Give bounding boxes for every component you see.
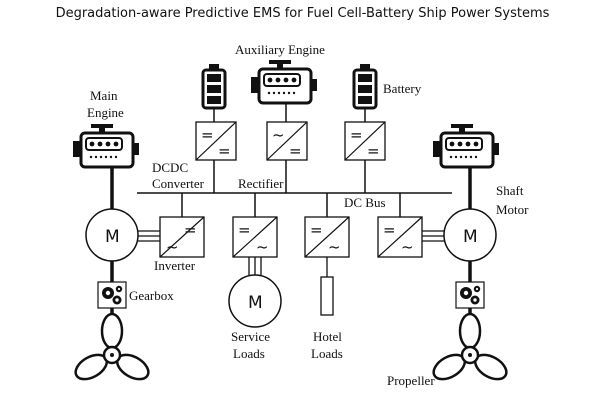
svg-text:=: = [310, 221, 323, 239]
svg-text:=: = [367, 142, 380, 160]
battery-icon [201, 62, 227, 110]
dcdc-label: DCDC [152, 160, 188, 175]
svg-text:~: ~ [272, 126, 285, 144]
svg-text:=: = [184, 221, 197, 239]
hotel-load-resistor [320, 276, 334, 316]
propeller-icon [428, 312, 512, 386]
svg-text:=: = [383, 221, 396, 239]
shaft-motor-label: Shaft [496, 183, 524, 198]
service-loads-label: Service [231, 329, 270, 344]
svg-text:=: = [289, 142, 302, 160]
auxiliary-engine-icon [249, 58, 319, 105]
hotel-loads-label: Hotel [313, 329, 342, 344]
main-engine-icon [71, 122, 141, 169]
battery-label: Battery [383, 81, 422, 96]
inverter-label: Inverter [154, 258, 196, 273]
svg-text:=: = [218, 142, 231, 160]
main-engine-icon [431, 122, 501, 169]
svg-text:=: = [238, 221, 251, 239]
svg-text:M: M [463, 227, 478, 247]
battery-icon [352, 62, 378, 110]
shaft-motor-label: Motor [496, 202, 529, 217]
svg-text:~: ~ [328, 238, 341, 256]
svg-text:~: ~ [166, 238, 179, 256]
propeller-label: Propeller [387, 373, 435, 388]
hotel-loads-label: Loads [311, 346, 343, 361]
gearbox-icon [97, 281, 127, 309]
svg-text:M: M [248, 293, 263, 313]
svg-text:~: ~ [401, 238, 414, 256]
gearbox-icon [455, 281, 485, 309]
main-engine-label: Main [90, 88, 118, 103]
diagram-title: Degradation-aware Predictive EMS for Fue… [55, 6, 550, 21]
motor-icon [228, 274, 282, 328]
svg-text:~: ~ [256, 238, 269, 256]
svg-text:M: M [105, 227, 120, 247]
service-loads-label: Loads [233, 346, 265, 361]
propeller-icon [70, 312, 154, 386]
gearbox-label: Gearbox [129, 288, 174, 303]
rectifier-label: Rectifier [238, 176, 284, 191]
auxiliary-engine-label: Auxiliary Engine [235, 42, 325, 57]
main-engine-label: Engine [87, 105, 124, 120]
svg-text:=: = [201, 126, 214, 144]
dc-bus-label: DC Bus [344, 195, 386, 210]
dcdc-label: Converter [152, 176, 205, 191]
svg-text:=: = [350, 126, 363, 144]
